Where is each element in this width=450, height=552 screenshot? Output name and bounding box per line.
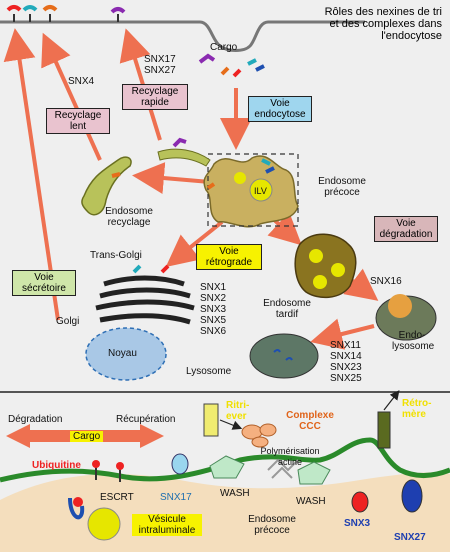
zoom-box xyxy=(207,153,299,227)
endo-lysosome-label: Endo-lysosome xyxy=(392,330,435,352)
ilv-label: ILV xyxy=(254,186,267,196)
page-title: Rôles des nexines de tri et des complexe… xyxy=(324,6,442,42)
snx-lyso-1: SNX11 xyxy=(330,340,361,351)
golgi-stack xyxy=(95,275,195,325)
snx-retro-1: SNX1 xyxy=(200,282,227,293)
retromer-shape xyxy=(377,411,391,449)
cargo-receptors xyxy=(198,53,265,78)
retriever-label: Ritri-ever xyxy=(226,400,250,422)
secretory-box: Voie sécrétoire xyxy=(12,270,76,296)
golgi-label: Golgi xyxy=(56,316,80,327)
late-endosome-label: Endosome tardif xyxy=(263,298,311,320)
bottom-endosome-label: Endosome précoce xyxy=(248,514,296,536)
snx-retro-4: SNX5 xyxy=(200,315,227,326)
lysosome-shape xyxy=(249,333,319,379)
ubiquitin-receptors xyxy=(92,460,124,482)
snx17-bottom-label: SNX17 xyxy=(160,492,192,503)
recuperation-label: Récupération xyxy=(116,414,176,425)
cargo-label: Cargo xyxy=(210,42,238,53)
membrane-receptors xyxy=(6,5,126,22)
retromer-label: Rétro-mère xyxy=(402,398,432,420)
snx-retro-3: SNX3 xyxy=(200,304,227,315)
snx4-label: SNX4 xyxy=(68,76,95,87)
snx-lyso-3: SNX23 xyxy=(330,362,362,373)
snx27-label: SNX27 xyxy=(144,65,176,76)
snx27-shape xyxy=(401,479,423,513)
snx-lyso-2: SNX14 xyxy=(330,351,362,362)
trans-golgi-label: Trans-Golgi xyxy=(90,250,142,261)
wash-label-2: WASH xyxy=(296,496,326,507)
nucleus-label: Noyau xyxy=(108,348,137,359)
ccc-complex xyxy=(241,423,277,448)
snx-lyso-4: SNX25 xyxy=(330,373,362,384)
late-endosome-shape xyxy=(294,233,357,299)
retrograde-box: Voie rétrograde xyxy=(196,244,262,270)
intraluminal-vesicle xyxy=(87,507,121,541)
snx3-label: SNX3 xyxy=(344,518,371,529)
recycling-endosome-shape xyxy=(81,156,132,216)
retriever-shape xyxy=(203,403,219,437)
ubiquitin-label: Ubiquitine xyxy=(32,460,81,471)
lumen-band xyxy=(0,472,450,552)
snx3-shape xyxy=(351,491,369,513)
snx17-shape xyxy=(171,453,189,475)
snx27-label-bottom: SNX27 xyxy=(394,532,426,543)
wash-complex xyxy=(209,455,331,485)
rapid-recycling-box: Recyclage rapide xyxy=(122,84,188,110)
endosome-membrane xyxy=(0,437,450,483)
actin-filaments xyxy=(267,458,299,479)
plasma-membrane xyxy=(0,20,365,52)
escrt-label: ESCRT xyxy=(100,492,134,503)
escrt-shape xyxy=(68,497,85,520)
ccc-label: Complexe CCC xyxy=(286,410,334,432)
degradation-label: Dégradation xyxy=(8,414,63,425)
snx16-label: SNX16 xyxy=(370,276,402,287)
snx-retro-5: SNX6 xyxy=(200,326,227,337)
actin-label: Polymérisation actine xyxy=(260,446,320,467)
lysosome-label: Lysosome xyxy=(186,366,232,377)
degradation-box: Voie dégradation xyxy=(374,216,438,242)
ilv-vesicle xyxy=(249,178,273,202)
nucleus-shape xyxy=(85,327,167,381)
slow-recycling-box: Recyclage lent xyxy=(46,108,110,134)
vesicle-label: Vésicule intraluminale xyxy=(132,514,202,536)
snx-retro-2: SNX2 xyxy=(200,293,227,304)
rapid-recycling-tubule xyxy=(157,148,211,167)
early-endosome-label: Endosome précoce xyxy=(318,176,366,198)
wash-label-1: WASH xyxy=(220,488,250,499)
snx17-label: SNX17 xyxy=(144,54,176,65)
bottom-cargo-label: Cargo xyxy=(70,431,104,442)
endocytosis-box: Voie endocytose xyxy=(248,96,312,122)
recycling-endosome-label: Endosome recyclage xyxy=(105,206,153,228)
